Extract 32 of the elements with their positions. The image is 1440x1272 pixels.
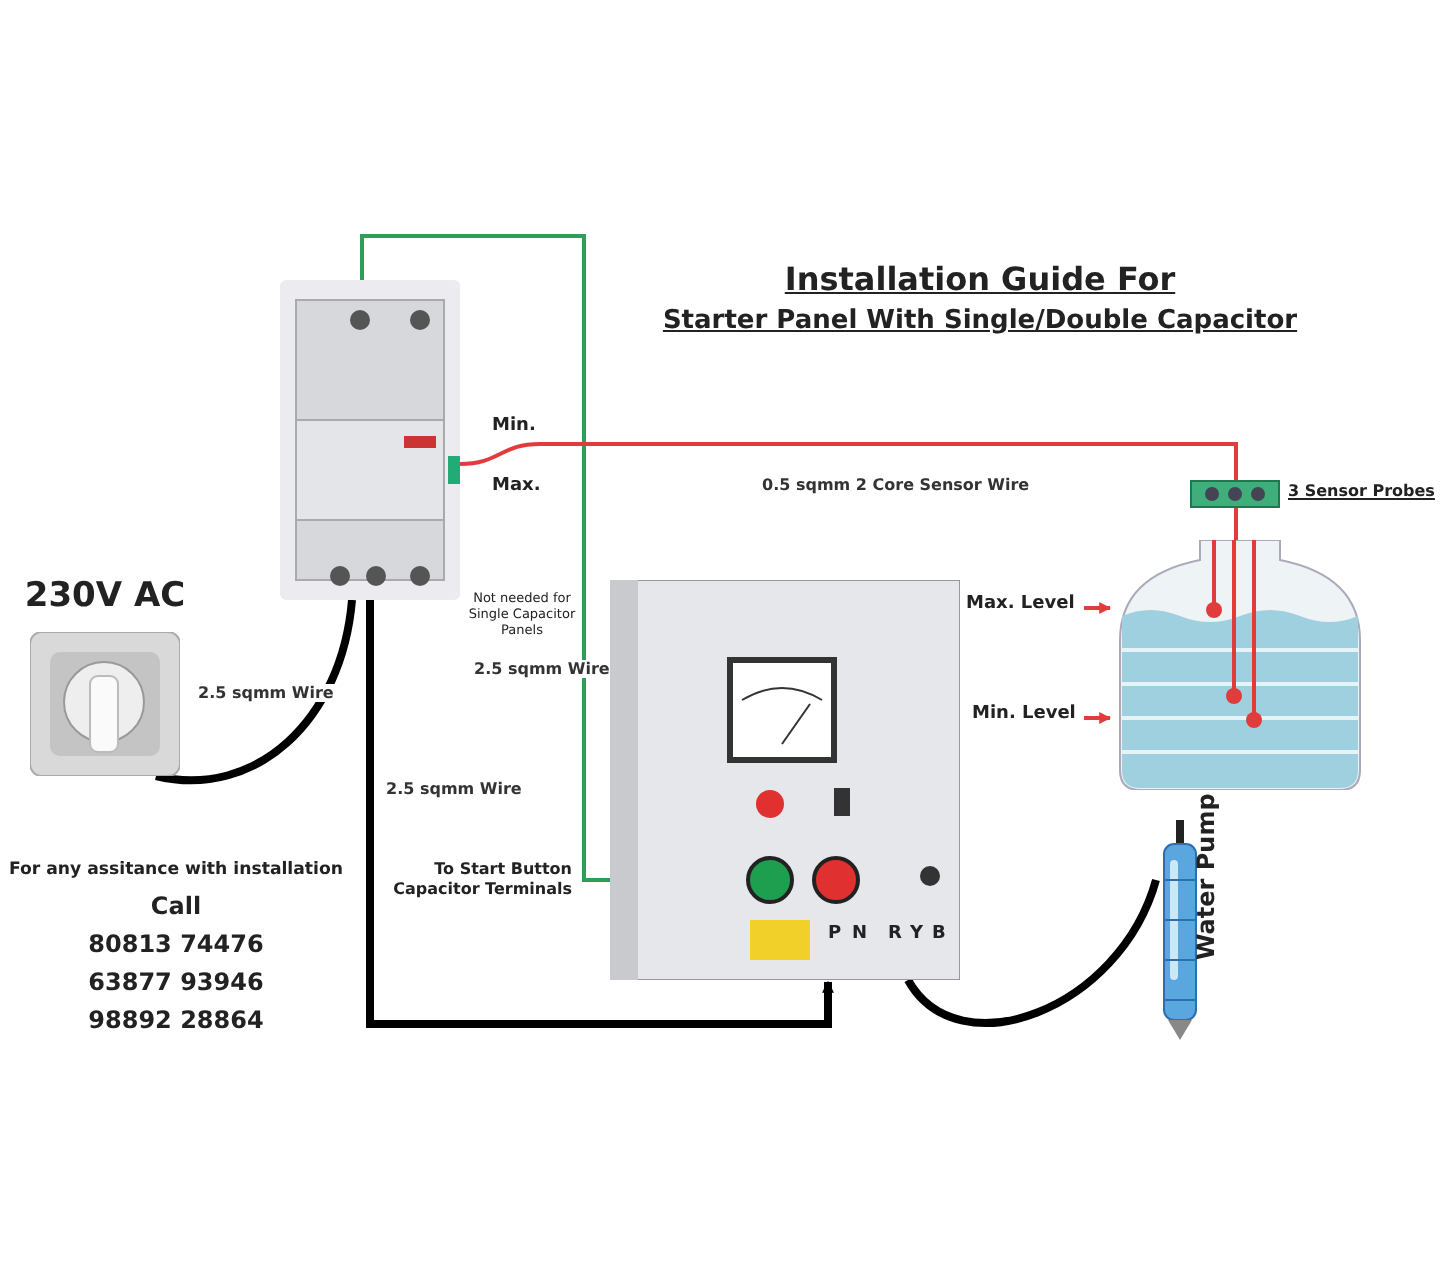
terminal-label: N (852, 924, 868, 946)
heading: 230V AC (22, 576, 188, 617)
terminal-label: P (828, 924, 842, 946)
phone-number: 80813 74476 (86, 930, 266, 959)
contact-note: For any assitance with installation (6, 860, 346, 881)
terminal-label: Min. (492, 416, 536, 438)
wire-label: 2.5 sqmm Wire (196, 684, 336, 702)
level-label: Min. Level (972, 704, 1080, 732)
wire (360, 234, 610, 882)
phone-number: 63877 93946 (86, 968, 266, 997)
terminal-label: B (932, 924, 946, 946)
leader-line (1084, 602, 1112, 614)
leader-line (1084, 712, 1112, 724)
terminal-label: Max. (492, 476, 541, 498)
wire (459, 442, 1238, 480)
phone-number: 98892 28864 (86, 1006, 266, 1035)
terminal-label: R (888, 924, 902, 946)
probe-label: 3 Sensor Probes (1288, 482, 1435, 502)
wire (904, 878, 1160, 1027)
wire (366, 600, 834, 1028)
pump-label: Water Pump (1192, 793, 1221, 960)
note: To Start Button Capacitor Terminals (392, 860, 572, 899)
wire-label: 2.5 sqmm Wire (384, 780, 524, 798)
contact-note: Call (148, 892, 204, 921)
wire (155, 599, 356, 784)
wire-label: 2.5 sqmm Wire (472, 660, 612, 678)
subtitle: Starter Panel With Single/Double Capacitor (660, 306, 1300, 338)
wire-label: 0.5 sqmm 2 Core Sensor Wire (760, 476, 1032, 494)
title: Installation Guide For (782, 260, 1178, 299)
wire (1234, 508, 1238, 540)
terminal-label: Y (910, 924, 924, 946)
level-label: Max. Level (966, 594, 1080, 622)
